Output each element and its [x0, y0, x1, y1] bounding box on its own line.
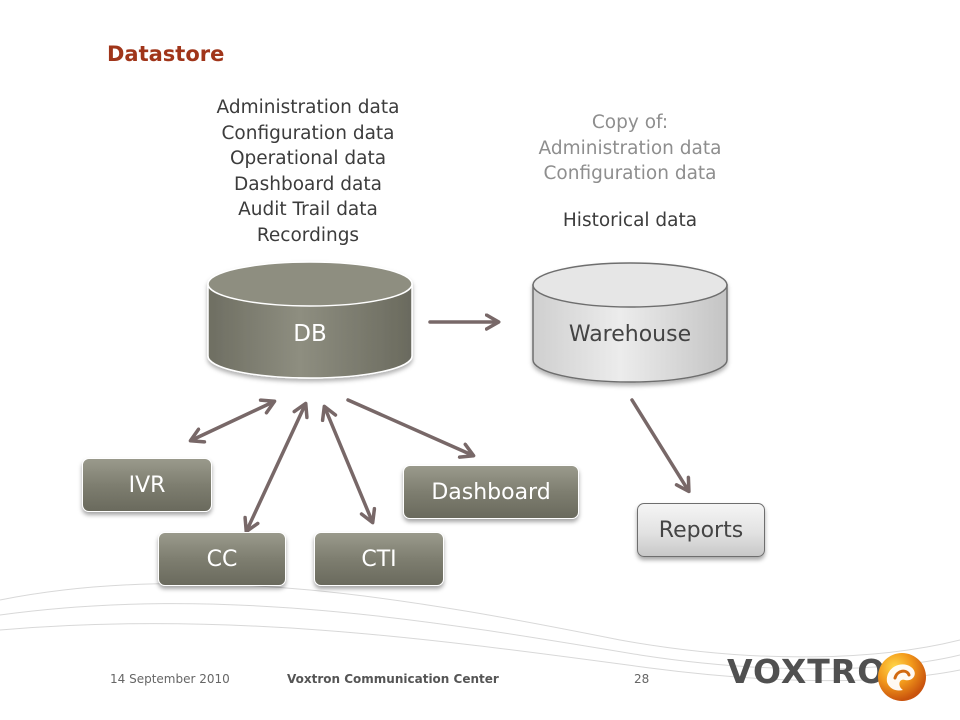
db-content-item: Audit Trail data [238, 199, 378, 220]
db-content-item: Administration data [216, 97, 400, 118]
warehouse-historical-label: Historical data [562, 210, 698, 231]
warehouse-to-reports-arrow [630, 398, 691, 494]
warehouse-copy-item: Configuration data [543, 163, 717, 184]
dashboard-box[interactable]: Dashboard [403, 465, 579, 519]
footer-date: 14 September 2010 [110, 672, 230, 686]
cc-box[interactable]: CC [158, 532, 286, 586]
warehouse-copy-list: Copy of: Administration data Configurati… [480, 110, 780, 187]
db-content-item: Recordings [256, 224, 360, 246]
db-contents-list: Administration data Configuration data O… [158, 95, 458, 248]
db-content-item: Configuration data [221, 122, 395, 144]
db-to-dashboard-arrow [346, 398, 476, 459]
page-number: 28 [634, 672, 650, 686]
db-content-item: Dashboard data [234, 173, 382, 195]
warehouse-label: Warehouse [569, 322, 691, 347]
voxtron-logo-icon [878, 653, 926, 701]
cc-db-arrow [243, 401, 309, 534]
footer-product: Voxtron Communication Center [287, 672, 499, 686]
warehouse-copy-item: Administration data [538, 137, 722, 159]
cti-db-arrow [320, 404, 377, 525]
slide-title: Datastore [107, 42, 225, 66]
cti-box[interactable]: CTI [314, 532, 444, 586]
warehouse-cylinder[interactable] [532, 262, 728, 383]
warehouse-copy-item: Copy of: [591, 112, 669, 133]
db-cylinder[interactable] [207, 261, 413, 379]
ivr-db-arrow [188, 398, 277, 444]
db-content-item: Operational data [229, 148, 387, 169]
db-label: DB [293, 321, 327, 347]
reports-box[interactable]: Reports [637, 503, 765, 557]
ivr-box[interactable]: IVR [82, 458, 212, 512]
